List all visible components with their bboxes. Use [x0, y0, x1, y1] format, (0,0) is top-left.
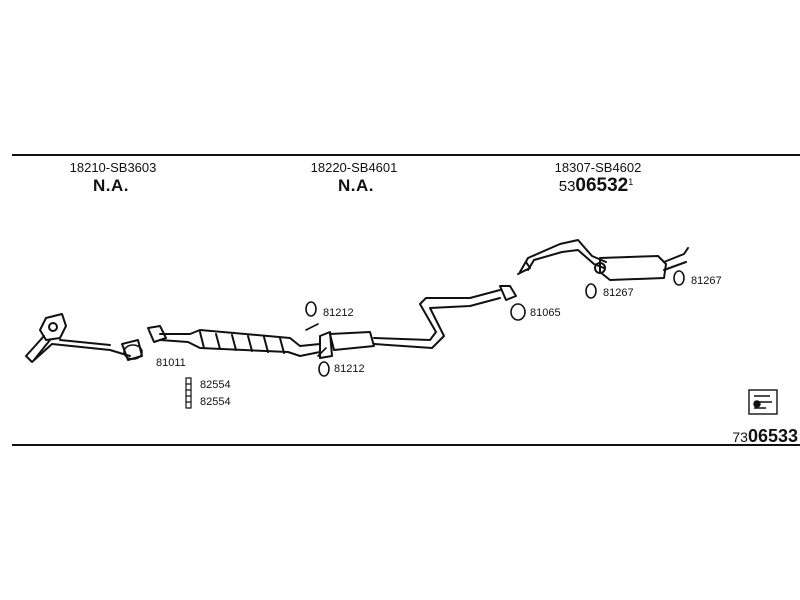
diagram-code: 7306533: [732, 426, 798, 447]
section-1-oe-number: 18210-SB3603: [69, 160, 157, 175]
part-label-81212-a: 81212: [323, 307, 354, 319]
section-3-code-main: 06532: [575, 175, 629, 196]
section-3-code-suffix: 1: [628, 177, 634, 187]
section-3-code: 53065321: [559, 175, 634, 197]
catalytic-pipe: [147, 325, 333, 359]
part-label-82554-b: 82554: [200, 396, 231, 408]
part-label-81011: 81011: [156, 357, 186, 369]
part-label-81212-b: 81212: [334, 363, 365, 375]
part-label-81065: 81065: [530, 307, 561, 319]
section-3-oe-number: 18307-SB4602: [554, 160, 642, 175]
middle-silencer: [329, 285, 517, 351]
part-label-81267-b: 81267: [691, 275, 722, 287]
clamp-set: [185, 377, 192, 409]
diagram-code-prefix: 73: [732, 429, 748, 445]
section-1-subtitle: N.A.: [93, 176, 129, 195]
rear-silencer: [517, 239, 689, 281]
section-2-subtitle: N.A.: [338, 176, 374, 195]
front-pipe: [25, 313, 143, 363]
part-label-81267-a: 81267: [603, 287, 634, 299]
section-3-code-prefix: 53: [558, 178, 576, 195]
rubber-rings: [123, 270, 685, 377]
top-divider: [12, 154, 800, 156]
part-label-82554-a: 82554: [200, 379, 231, 391]
diagram-code-main: 06533: [747, 426, 798, 446]
bottom-divider: [12, 444, 800, 446]
section-2-oe-number: 18220-SB4601: [310, 160, 398, 175]
